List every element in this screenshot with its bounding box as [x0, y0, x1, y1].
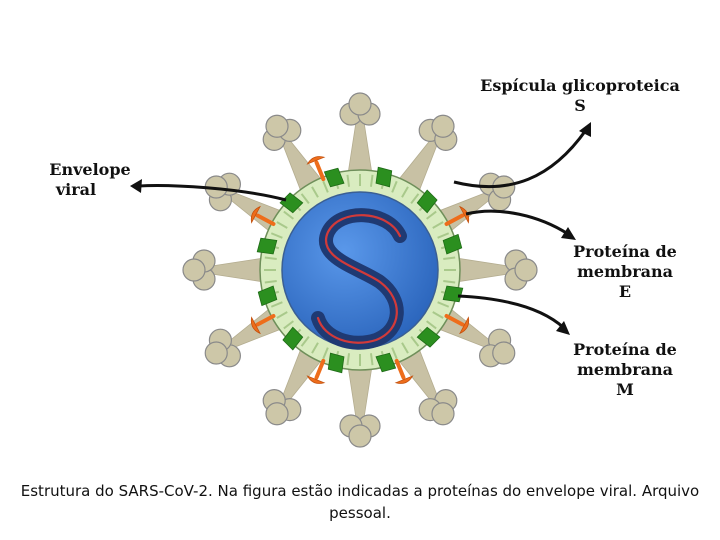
membrane-protein-e	[250, 205, 276, 226]
envelope-stripe	[300, 336, 310, 347]
label-envelope-line1: Envelope	[49, 160, 131, 179]
envelope-stripe	[264, 256, 277, 261]
label-protein-e: Proteína de membrana E	[530, 242, 720, 302]
spike-protein-s	[262, 346, 323, 426]
caption-line2: pessoal.	[329, 504, 391, 522]
label-protein-m: Proteína de membrana M	[530, 340, 720, 400]
arrow-spike-s	[453, 122, 591, 189]
envelope-stripe	[300, 193, 310, 204]
envelope-stripe	[401, 342, 409, 354]
envelope-stripe	[369, 174, 374, 187]
envelope-stripe	[443, 256, 456, 261]
envelope-stripe	[346, 174, 351, 187]
membrane-protein-e	[444, 205, 470, 226]
arrow-envelope	[130, 179, 287, 202]
envelope-stripe	[264, 279, 277, 284]
label-protein-e-line2: E	[618, 282, 632, 301]
envelope-stripe	[432, 311, 444, 319]
membrane-protein-m	[279, 192, 304, 214]
envelope-stripe	[311, 186, 319, 198]
arrow-protein-e	[465, 209, 576, 240]
membrane-protein-m	[442, 233, 463, 255]
caption-line1: Estrutura do SARS-CoV-2. Na figura estão…	[20, 482, 700, 500]
arrow-protein-m	[457, 294, 570, 335]
envelope-stripe	[283, 210, 294, 220]
membrane-protein-m	[416, 326, 441, 348]
spike-protein-s	[339, 365, 381, 448]
membrane-proteins-m	[256, 166, 464, 374]
envelope-stripe	[283, 320, 294, 330]
rna-strand-highlight	[316, 214, 402, 344]
envelope-stripe	[276, 221, 288, 229]
membrane-protein-m	[327, 352, 345, 374]
envelope-stripe	[426, 210, 437, 220]
spike-protein-s	[397, 114, 458, 194]
label-envelope: Envelope viral	[40, 160, 140, 200]
envelope-stripe	[437, 301, 450, 308]
spike-protein-s	[455, 249, 538, 291]
envelope-stripe	[369, 353, 374, 366]
envelope-stripe	[276, 311, 288, 319]
spike-protein-s	[262, 114, 323, 194]
envelope-stripe	[432, 221, 444, 229]
membrane-protein-m	[416, 189, 438, 214]
envelope-stripe	[322, 180, 329, 193]
membrane-protein-m	[375, 166, 393, 188]
envelope-stripe	[437, 232, 450, 239]
membrane-protein-m	[257, 285, 278, 307]
figure-caption: Estrutura do SARS-CoV-2. Na figura estão…	[0, 480, 720, 524]
envelope-stripe	[391, 180, 398, 193]
membrane-protein-e	[394, 358, 414, 384]
membrane-protein-e	[306, 358, 326, 384]
membrane-proteins-e	[250, 156, 470, 384]
membrane-protein-e	[444, 314, 470, 335]
membrane-protein-m	[282, 326, 304, 351]
envelope-stripe	[410, 336, 420, 347]
membrane-protein-e	[306, 156, 326, 182]
membrane-protein-m	[375, 352, 397, 373]
envelope-stripe	[391, 347, 398, 360]
label-protein-m-line1: Proteína de membrana	[573, 340, 677, 379]
label-spike-line1: Espícula glicoproteica	[480, 76, 680, 95]
label-protein-m-line2: M	[616, 380, 634, 399]
membrane-protein-m	[256, 237, 278, 255]
envelope-stripe	[322, 347, 329, 360]
envelope-stripe	[426, 320, 437, 330]
envelope-stripe	[311, 342, 319, 354]
spike-protein-s	[339, 92, 381, 175]
envelope-stripe	[346, 353, 351, 366]
label-spike-line2: S	[574, 96, 586, 115]
membrane-protein-m	[323, 167, 345, 188]
label-protein-e-line1: Proteína de membrana	[573, 242, 677, 281]
envelope-stripe	[443, 279, 456, 284]
label-spike-s: Espícula glicoproteica S	[480, 76, 680, 116]
membrane-protein-e	[250, 314, 276, 335]
envelope-stripe	[270, 301, 283, 308]
label-envelope-line2: viral	[55, 180, 97, 199]
envelope-stripe	[270, 232, 283, 239]
membrane-protein-m	[442, 285, 464, 303]
spike-protein-s	[182, 249, 265, 291]
spike-protein-s	[397, 346, 458, 426]
envelope-stripe	[410, 193, 420, 204]
envelope-stripe	[401, 186, 409, 198]
